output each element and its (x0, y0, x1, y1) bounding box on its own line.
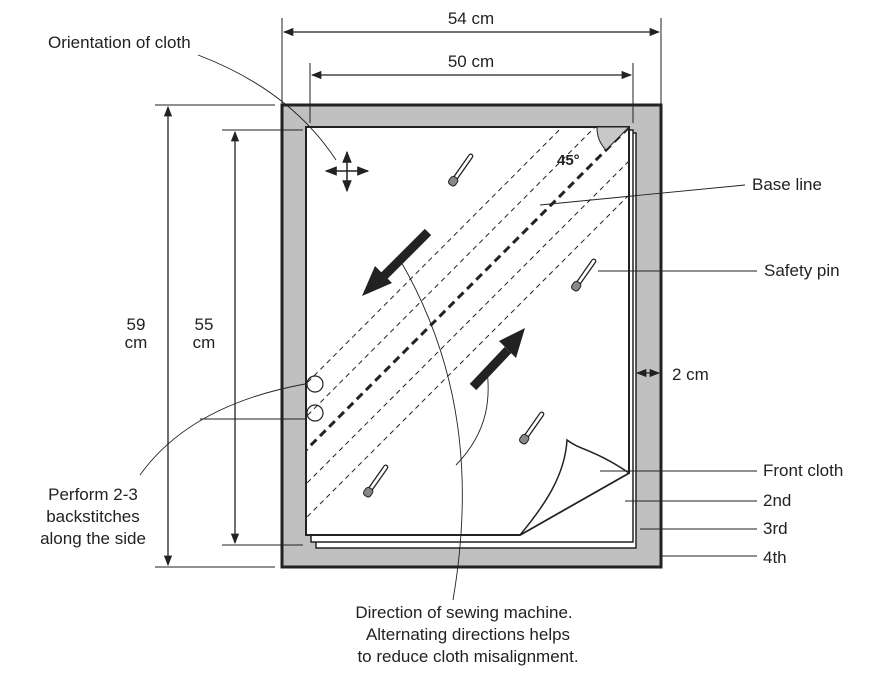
safety-pin (571, 258, 597, 292)
safety-pin (448, 153, 474, 187)
orientation-label: Orientation of cloth (48, 33, 191, 52)
folded-corner (519, 438, 631, 536)
height-outer-value: 59 (127, 315, 146, 334)
stitch-lines (306, 127, 629, 519)
dimension-55cm (222, 129, 303, 546)
base-line-label: Base line (752, 175, 822, 194)
width-outer-label: 54 cm (448, 9, 494, 28)
backstitch-leader (139, 383, 306, 476)
dimension-54cm (281, 18, 662, 104)
margin-label: 2 cm (672, 365, 709, 384)
layer-2-label: 2nd (763, 491, 791, 510)
orientation-cross-icon (324, 150, 370, 193)
height-inner-value: 55 (195, 315, 214, 334)
dimension-50cm (309, 63, 634, 123)
angle-label: 45° (557, 152, 580, 169)
direction-leader (399, 259, 463, 601)
backstitch-label-line-1: Perform 2-3 (48, 485, 138, 504)
backstitch-label-line-3: along the side (40, 529, 146, 548)
angle-marker (596, 126, 631, 151)
backstitch-label-line-2: backstitches (46, 507, 140, 526)
direction-label-line-1: Direction of sewing machine. (355, 603, 572, 622)
sewing-arrow-down-left (362, 228, 432, 296)
base-line (306, 127, 629, 453)
base-line-leader (539, 184, 746, 206)
layer-4-label: 4th (763, 548, 787, 567)
width-inner-label: 50 cm (448, 52, 494, 71)
dimension-59cm (155, 104, 275, 568)
front-cloth-label: Front cloth (763, 461, 843, 480)
height-inner-unit: cm (193, 333, 216, 352)
direction-leader (455, 369, 489, 466)
direction-label-line-3: to reduce cloth misalignment. (357, 647, 578, 666)
backstitch-circle (306, 404, 324, 422)
safety-pin-label: Safety pin (764, 261, 840, 280)
backstitch-circle (306, 375, 324, 393)
height-outer-unit: cm (125, 333, 148, 352)
orientation-leader (197, 54, 337, 161)
safety-pin (363, 464, 389, 498)
layer-3-label: 3rd (763, 519, 788, 538)
direction-label-line-2: Alternating directions helps (366, 625, 570, 644)
safety-pin (519, 411, 545, 445)
sewing-arrow-up-right (469, 328, 525, 391)
